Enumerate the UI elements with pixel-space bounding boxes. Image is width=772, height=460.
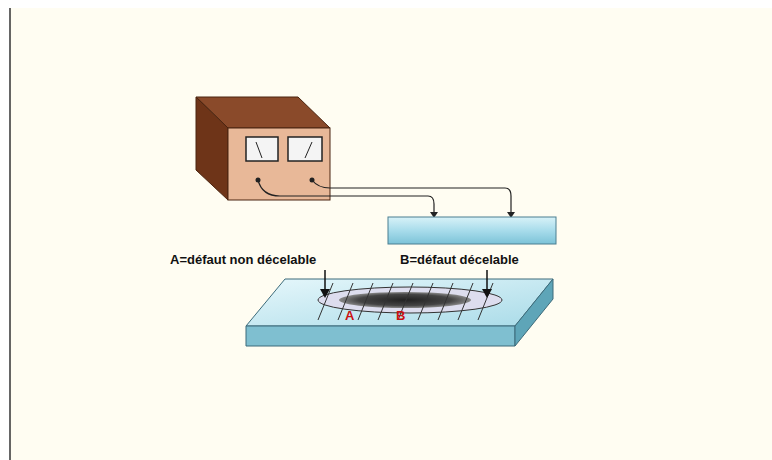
frame-line [9, 8, 11, 460]
callout-letter: A [345, 308, 354, 323]
defect-label: B=défaut décelable [398, 252, 521, 267]
background [10, 8, 772, 460]
defect-label: A=défaut non décelable [168, 252, 318, 267]
callout-letter: B [396, 308, 405, 323]
leader-arrow [486, 270, 488, 292]
leader-arrow [324, 270, 326, 292]
wire [312, 180, 511, 216]
conductor-bar [388, 217, 556, 244]
test-plate [246, 279, 553, 346]
power-unit [196, 97, 330, 200]
wire [258, 180, 434, 216]
